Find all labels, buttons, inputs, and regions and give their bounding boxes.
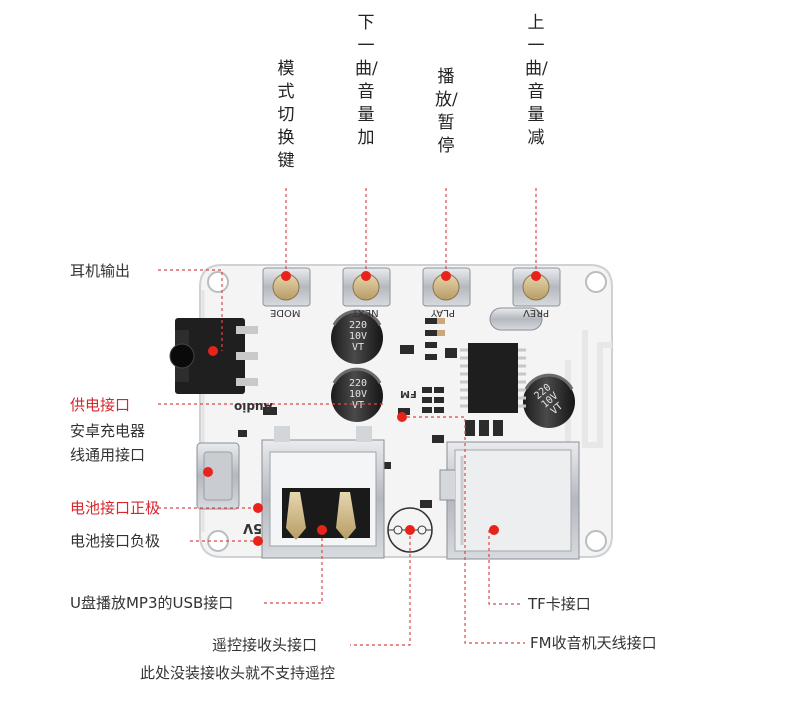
silk-next: NEXT	[352, 307, 379, 318]
silk-mode: MODE	[270, 307, 301, 318]
label-charger-line1: 安卓充电器	[70, 422, 146, 440]
label-next-volume-up: 下一曲/音量加	[355, 13, 378, 148]
label-tf-slot: TF卡接口	[528, 595, 591, 613]
cap2-type: VT	[351, 400, 365, 411]
label-battery-negative: 电池接口负极	[70, 532, 161, 550]
silk-fm: FM	[400, 388, 417, 399]
red-markers	[203, 271, 541, 546]
audio-jack	[169, 318, 258, 394]
label-play-pause: 播放/暂停	[435, 67, 458, 156]
cap2-voltage: 10V	[348, 389, 368, 400]
label-ir-note: 此处没装接收头就不支持遥控	[140, 664, 336, 682]
tf-card-slot	[439, 441, 580, 560]
mounting-holes	[207, 271, 607, 552]
cap1-type: VT	[351, 342, 365, 353]
label-fm-antenna: FM收音机天线接口	[530, 634, 657, 652]
label-power-input: 供电接口	[70, 396, 131, 414]
main-ic-chip	[460, 343, 526, 413]
leader-lines	[158, 188, 537, 646]
capacitor-3	[523, 373, 575, 428]
cap2-value: 220	[348, 378, 368, 389]
cap1-voltage: 10V	[348, 331, 368, 342]
smd-components	[238, 318, 503, 508]
label-earphone-output: 耳机输出	[70, 262, 131, 280]
crystal-oscillator	[489, 307, 543, 331]
cap1-value: 220	[348, 320, 368, 331]
tact-buttons	[262, 267, 561, 307]
capacitor-2	[331, 367, 383, 422]
usb-a-port	[261, 426, 385, 559]
label-usb-port: U盘播放MP3的USB接口	[70, 594, 234, 612]
silk-5v: 5V	[243, 520, 263, 535]
label-charger-line2: 线通用接口	[70, 446, 146, 464]
silk-audio: Audio	[234, 400, 273, 414]
silk-play: PLAY	[431, 307, 456, 318]
micro-usb-port	[196, 442, 240, 510]
prev-button	[512, 267, 561, 307]
label-battery-positive: 电池接口正极	[70, 499, 161, 517]
play-button	[422, 267, 471, 307]
cap1-print: 220 10V VT	[343, 320, 373, 353]
label-mode-switch: 模式切换键	[277, 59, 295, 171]
label-ir-receiver: 遥控接收头接口	[212, 636, 318, 654]
mode-button	[262, 267, 311, 307]
cap2-print: 220 10V VT	[343, 378, 373, 411]
capacitor-1	[331, 309, 383, 364]
next-button	[342, 267, 391, 307]
silk-prev: PREV	[523, 307, 550, 318]
label-prev-volume-down: 上一曲/音量减	[525, 13, 548, 148]
